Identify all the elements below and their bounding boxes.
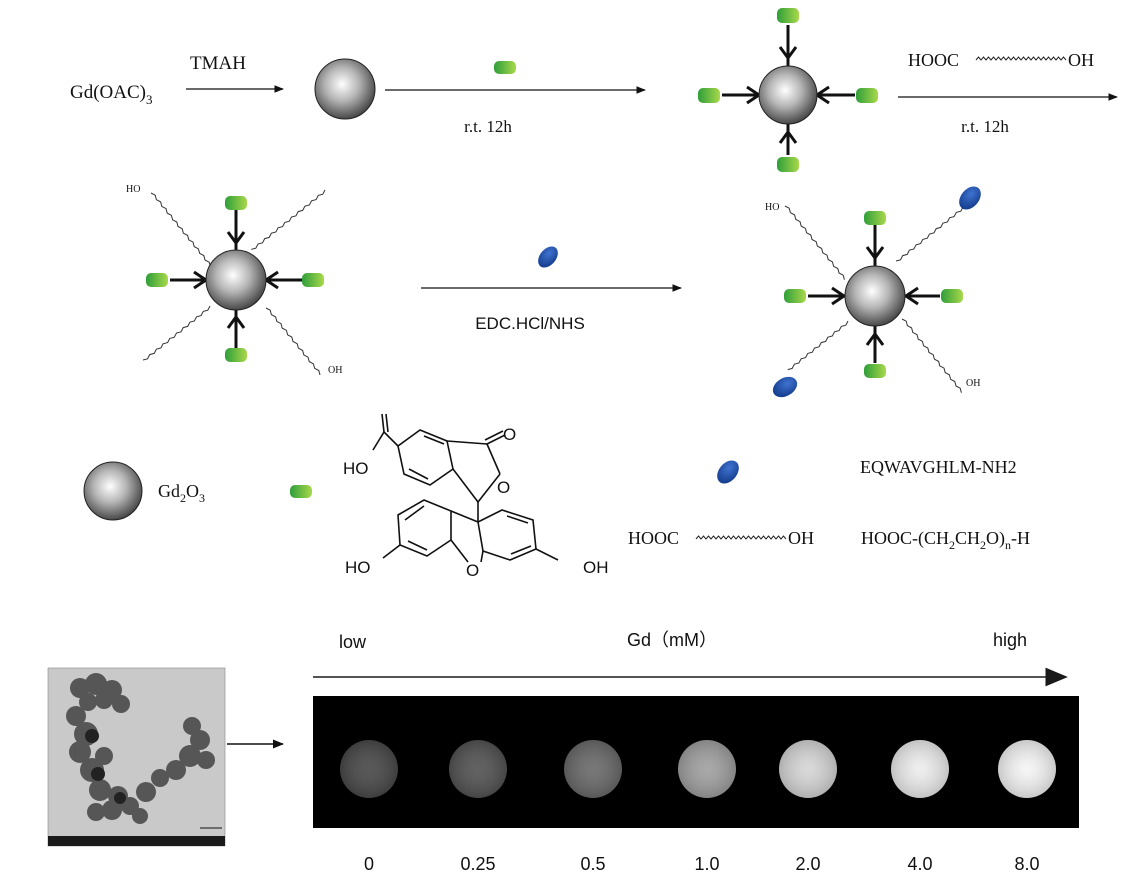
legend-linker-left: HOOC [628, 528, 679, 548]
step3-reagent-left: HOOC [908, 50, 959, 70]
step3-condition: r.t. 12h [961, 117, 1009, 136]
legend-gd2o3-sphere [83, 461, 143, 521]
tem-image [47, 667, 226, 847]
mri-phantoms [340, 740, 1056, 798]
mri-phantom-shade-2 [564, 740, 622, 798]
mri-phantom-shade-5 [891, 740, 949, 798]
mri-concentration-label-3: 1.0 [694, 854, 719, 874]
mri-concentration-label-5: 4.0 [907, 854, 932, 874]
fluorescein-structure [372, 413, 559, 563]
step4-condition: EDC.HCl/NHS [475, 314, 585, 333]
legend-green-tag [290, 485, 312, 498]
step2-condition: r.t. 12h [464, 117, 512, 136]
particle-green-tagged [698, 8, 878, 172]
mri-high-label: high [993, 630, 1027, 650]
step1-reagent: TMAH [190, 53, 246, 74]
mri-concentration-label-6: 8.0 [1014, 854, 1039, 874]
chain-end-left-2: HO [765, 202, 779, 213]
chain-end-right-2: OH [966, 378, 980, 389]
step3-reagent-right: OH [1068, 50, 1094, 70]
mri-concentration-label-2: 0.5 [580, 854, 605, 874]
chain-end-left-1: HO [126, 184, 140, 195]
fluor-o-bottom: O [466, 561, 479, 580]
particle-with-chains [142, 189, 326, 376]
mri-concentration-label-0: 0 [364, 854, 374, 874]
gd2o3-nanoparticle [314, 58, 376, 120]
step2-reagent-tag [494, 61, 516, 74]
fluor-ho-acid: HO [343, 459, 369, 478]
legend-linker-chain [695, 535, 787, 540]
legend-peg-formula: HOOC-(CH2CH2O)n-H [861, 528, 1030, 552]
legend-peptide: EQWAVGHLM-NH2 [860, 457, 1017, 477]
step4-reagent-tag [538, 246, 558, 268]
reactant-label: Gd(OAC)3 [70, 82, 153, 107]
mri-concentration-label-1: 0.25 [460, 854, 495, 874]
fluor-o-top: O [503, 425, 516, 444]
legend-gd2o3-label: Gd2O3 [158, 481, 205, 505]
mri-phantom-shade-0 [340, 740, 398, 798]
fluor-o-ring: O [497, 478, 510, 497]
step3-linker-chain [975, 56, 1067, 61]
legend-blue-tag [717, 460, 739, 484]
mri-phantom-shade-3 [678, 740, 736, 798]
mri-low-label: low [339, 632, 367, 652]
mri-phantom-shade-6 [998, 740, 1056, 798]
legend-linker-right: OH [788, 528, 814, 548]
final-targeted-particle [772, 186, 981, 398]
chain-end-right-1: OH [328, 365, 342, 376]
mri-phantom-shade-1 [449, 740, 507, 798]
mri-phantom-shade-4 [779, 740, 837, 798]
fluor-ho-left: HO [345, 558, 371, 577]
mri-concentration-label-4: 2.0 [795, 854, 820, 874]
mri-concentration-labels: 0 0.25 0.5 1.0 2.0 4.0 8.0 [364, 854, 1040, 874]
mri-axis-label: Gd（mM） [627, 630, 717, 650]
fluor-oh-right: OH [583, 558, 609, 577]
